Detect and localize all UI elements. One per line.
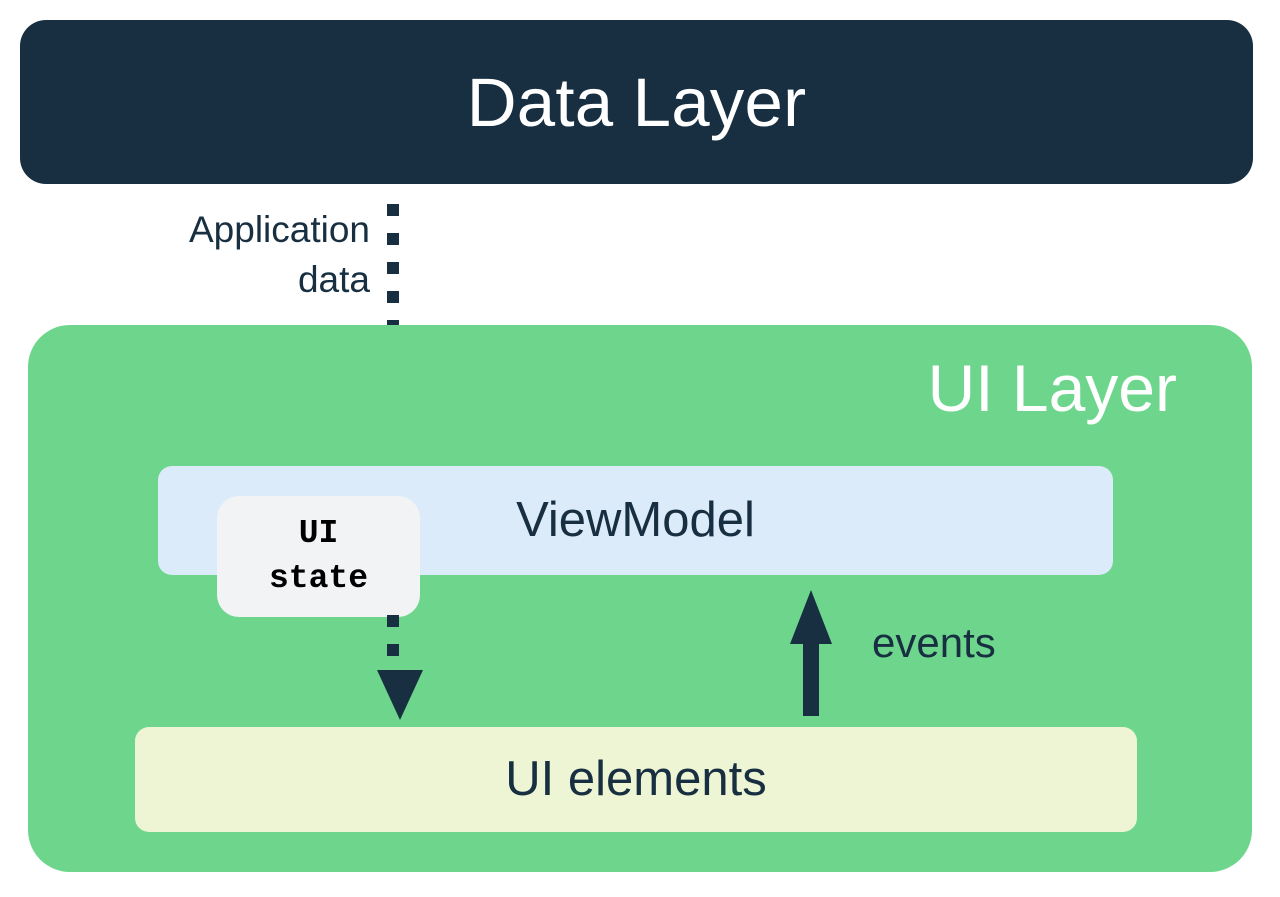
events-label: events (872, 619, 996, 666)
arrow-shaft (803, 640, 819, 716)
ui-elements-box: UI elements (135, 727, 1137, 832)
dotted-line-dot (387, 262, 399, 274)
application-data-label-line2: data (297, 258, 370, 300)
dotted-line-dot (387, 615, 399, 627)
dotted-line-dot (387, 233, 399, 245)
viewmodel-label: ViewModel (516, 493, 755, 547)
application-data-label-line1: Application (188, 209, 370, 250)
application-data-label: Application data (95, 205, 370, 305)
events-arrow-up-icon (790, 590, 832, 716)
data-layer-title: Data Layer (466, 63, 807, 141)
data-layer-box: Data Layer (20, 20, 1253, 184)
ui-state-label-line1: UI (298, 514, 339, 552)
arrowhead-up-icon (790, 590, 832, 644)
ui-state-label-line2: state (268, 559, 369, 597)
ui-layer-title: UI Layer (927, 351, 1177, 425)
arrowhead-down-icon (377, 670, 423, 720)
dotted-line-dot (387, 644, 399, 656)
ui-elements-label: UI elements (505, 752, 767, 806)
dotted-line-dot (387, 291, 399, 303)
dotted-line-dot (387, 204, 399, 216)
ui-state-dotted-arrow (377, 615, 425, 730)
ui-state-chip: UI state (217, 496, 420, 617)
